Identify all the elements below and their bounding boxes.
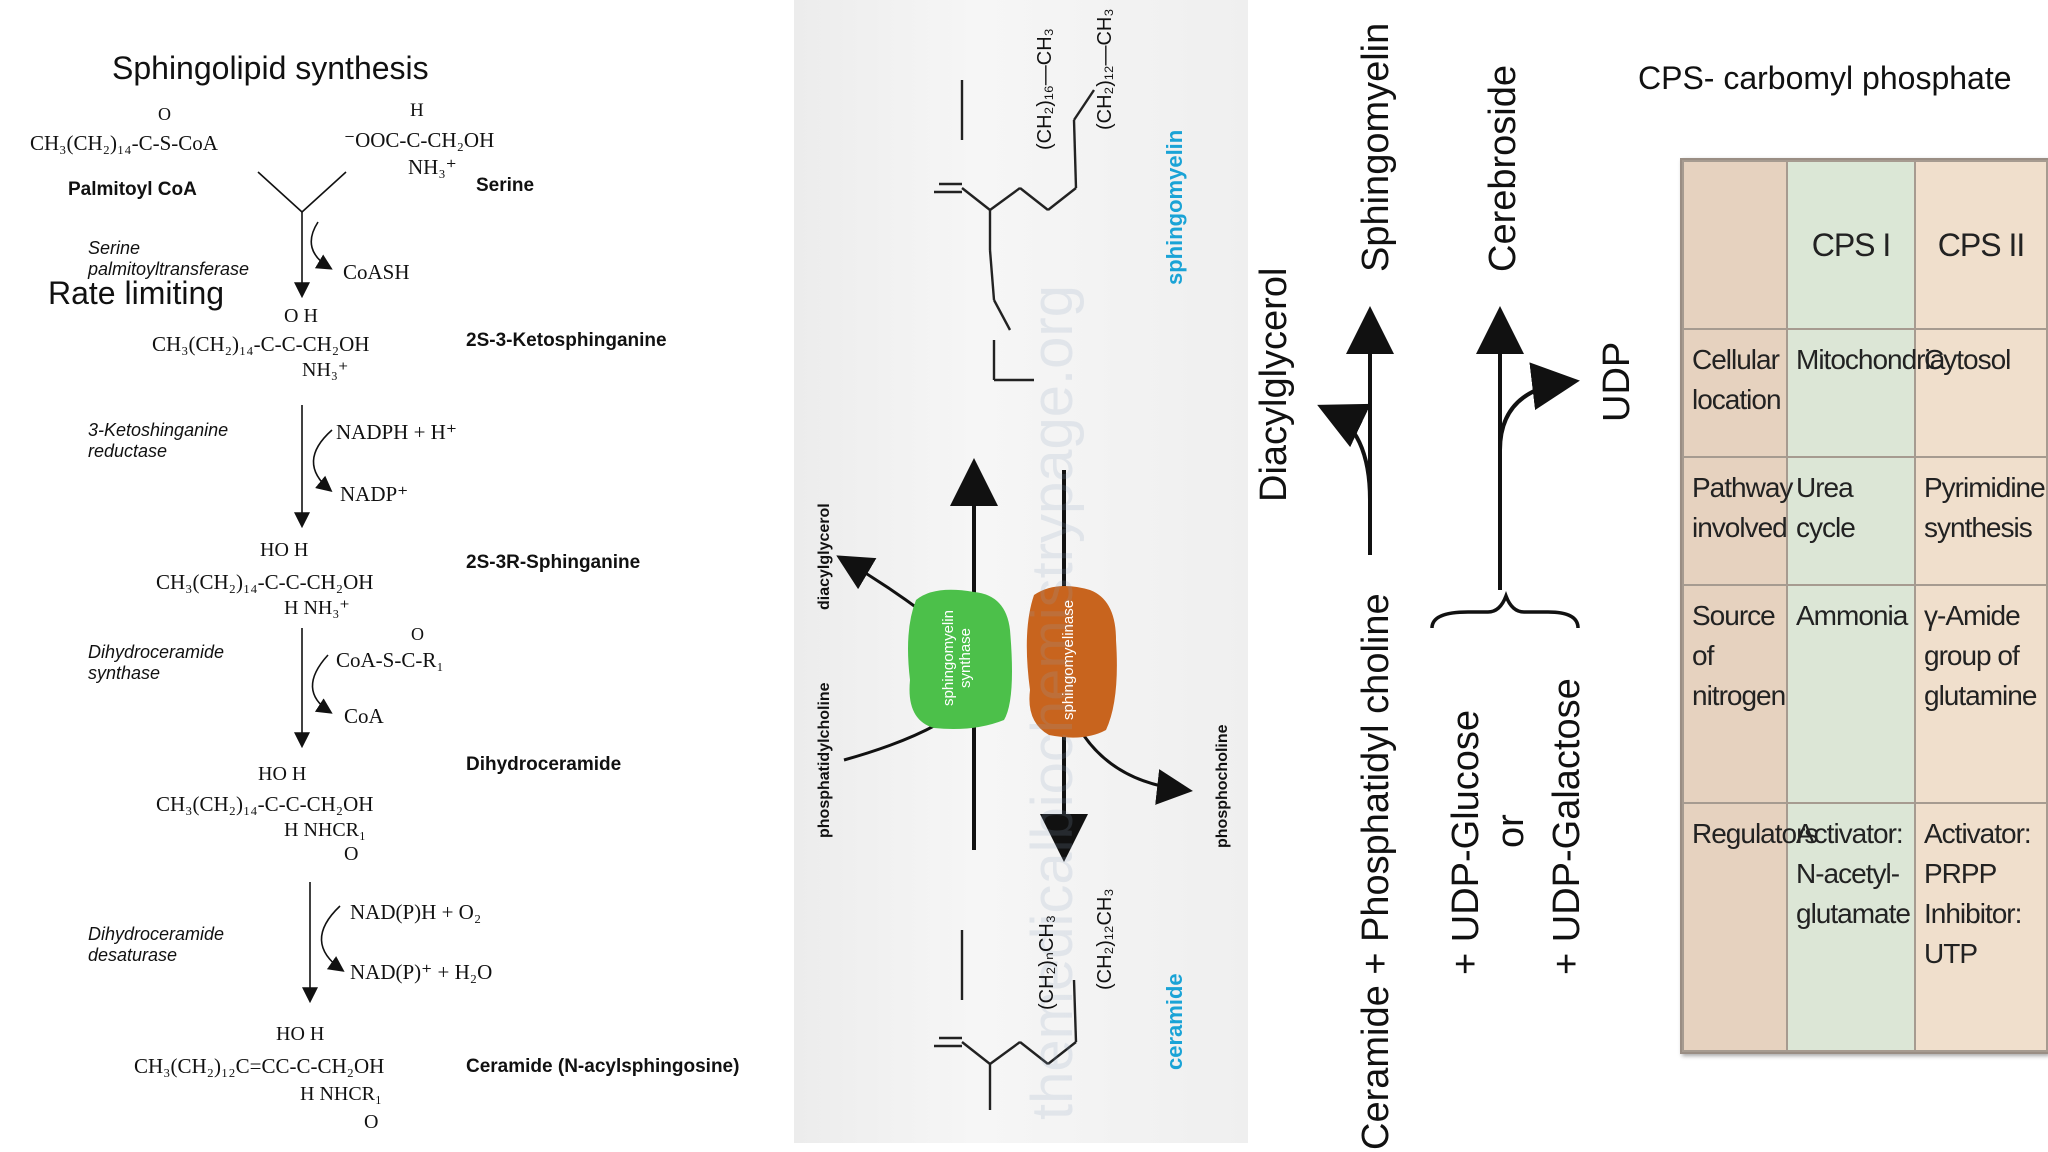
sphingomyelinase-label: sphingomyelinase [1060, 599, 1077, 720]
cofactor-coa: CoA [344, 704, 384, 728]
table-cell: Pyrimidine synthesis [1914, 456, 2048, 586]
sphingolipid-title: Sphingolipid synthesis [112, 50, 429, 86]
cofactor-coash: CoASH [343, 260, 410, 284]
udp-product: UDP [1596, 341, 1638, 422]
cofactor-acyl-coa: CoA-S-C-R₁ [336, 648, 444, 672]
serine-h: H [410, 100, 424, 121]
table-cell: Ammonia [1786, 584, 1916, 804]
ketosphinganine-formula: CH₃(CH₂)₁₄-C-C-CH₂OH [152, 332, 370, 356]
serine-name: Serine [476, 175, 535, 196]
sphingomyelin-chain-1: (CH₂)₁₆—CH₃ [1034, 28, 1056, 150]
table-cell: Cellular location [1682, 328, 1788, 458]
cofactor-nadph-o2: NAD(P)H + O₂ [350, 900, 482, 924]
ceramide-bottom: H NHCR₁ [300, 1083, 382, 1105]
palmitoyl-formula: CH₃(CH₂)₁₄-C-S-CoA [30, 131, 218, 155]
table-header-cell [1682, 160, 1788, 330]
udp-glucose: + UDP-Glucose [1445, 709, 1487, 975]
table-header-cps1: CPS I [1786, 160, 1916, 330]
ceramide-label: ceramide [1162, 973, 1187, 1070]
sphingomyelin-label: sphingomyelin [1162, 129, 1187, 285]
diacylglycerol-product: Diacylglycerol [1253, 267, 1295, 502]
cofactor-nadp: NADP⁺ [340, 482, 409, 506]
enzyme-serine-palmitoyltransferase: Serine palmitoyltransferase [88, 238, 250, 279]
or-connector: or [1490, 814, 1532, 848]
sphingomyelin-cycle-drawing [836, 80, 1193, 1110]
table-cell: Cytosol [1914, 328, 2048, 458]
table-cell: Activator: PRPP Inhibitor: UTP [1914, 802, 2048, 1052]
dihydroceramide-top: HO H [258, 763, 307, 785]
table-cell: Source of nitrogen [1682, 584, 1788, 804]
dihydroceramide-bottom: H NHCR₁ [284, 819, 366, 841]
cofactor-acyl-coa-o: O [411, 624, 424, 644]
synthesis-arrows [257, 171, 347, 1004]
enzyme-ketosphinganine-reductase: 3-Ketoshinganine reductase [88, 420, 229, 461]
reaction-arrows [1317, 306, 1580, 629]
sphingomyelin-product: Sphingomyelin [1355, 22, 1397, 272]
ketosphinganine-bottom: NH₃⁺ [302, 359, 349, 381]
cofactor-nadp-h2o: NAD(P)⁺ + H₂O [350, 960, 493, 984]
table-cell: Activator: N-acetyl-glutamate [1786, 802, 1916, 1052]
serine-nh3: NH₃⁺ [408, 155, 457, 179]
table-row: Cellular location Mitochondria Cytosol [1682, 328, 2048, 458]
cerebroside-product: Cerebroside [1482, 65, 1524, 272]
table-cell: γ-Amide group of glutamine [1914, 584, 2048, 804]
table-cell: Mitochondria [1786, 328, 1945, 458]
table-header-row: CPS I CPS II [1682, 160, 2048, 330]
enzyme-dihydroceramide-desaturase: Dihydroceramide desaturase [88, 924, 225, 965]
sphingomyelin-synthase-label: sphingomyelin synthase [940, 610, 974, 706]
table-header-cps2: CPS II [1914, 160, 2048, 330]
serine-formula: ⁻OOC-C-CH₂OH [344, 128, 495, 152]
ketosphinganine-name: 2S-3-Ketosphinganine [466, 330, 667, 351]
dihydroceramide-name: Dihydroceramide [466, 754, 622, 775]
sphinganine-name: 2S-3R-Sphinganine [466, 552, 641, 573]
table-row: Regulators Activator: N-acetyl-glutamate… [1682, 802, 2048, 1052]
table-cell: Pathway involved [1682, 456, 1793, 586]
table-row: Source of nitrogen Ammonia γ-Amide group… [1682, 584, 2048, 804]
phosphatidylcholine-label: phosphatidylcholine [816, 682, 833, 838]
ceramide-name: Ceramide (N-acylsphingosine) [466, 1056, 740, 1077]
dihydroceramide-o: O [344, 843, 359, 865]
ceramide-top: HO H [276, 1023, 325, 1045]
sphinganine-bottom: H NH₃⁺ [284, 597, 350, 619]
ketosphinganine-top: O H [284, 305, 318, 327]
sphinganine-formula: CH₃(CH₂)₁₄-C-C-CH₂OH [156, 570, 374, 594]
udp-galactose: + UDP-Galactose [1546, 678, 1588, 975]
ceramide-reactants: Ceramide + Phosphatidyl choline [1355, 593, 1397, 1150]
ceramide-chain-1: (CH₂)ₙCH₃ [1036, 915, 1058, 1010]
palmitoyl-name: Palmitoyl CoA [68, 179, 197, 200]
cofactor-nadph: NADPH + H⁺ [336, 420, 457, 444]
dihydroceramide-formula: CH₃(CH₂)₁₄-C-C-CH₂OH [156, 792, 374, 816]
ceramide-formula: CH₃(CH₂)₁₂C=CC-C-CH₂OH [134, 1054, 385, 1078]
table-cell: Regulators [1682, 802, 1818, 1052]
phosphocholine-label: phosphocholine [1214, 724, 1231, 848]
table-cell: Urea cycle [1786, 456, 1916, 586]
ceramide-o: O [364, 1111, 379, 1133]
palmitoyl-carbonyl-o: O [158, 104, 171, 124]
diacylglycerol-label: diacylglycerol [816, 503, 833, 610]
rate-limiting-note: Rate limiting [48, 275, 225, 311]
cps-comparison-table: CPS I CPS II Cellular location Mitochond… [1680, 158, 2048, 1054]
enzyme-dihydroceramide-synthase: Dihydroceramide synthase [88, 642, 225, 683]
ceramide-chain-2: (CH₂)₁₂CH₃ [1094, 888, 1116, 990]
sphingomyelin-cycle-panel: themedicalbiochemistrypage.org sphingomy… [794, 0, 1248, 1143]
sphinganine-top: HO H [260, 539, 309, 561]
table-row: Pathway involved Urea cycle Pyrimidine s… [1682, 456, 2048, 586]
cps-title: CPS- carbomyl phosphate [1638, 60, 2012, 96]
sphingomyelin-chain-2: (CH₂)₁₂—CH₃ [1094, 8, 1116, 130]
